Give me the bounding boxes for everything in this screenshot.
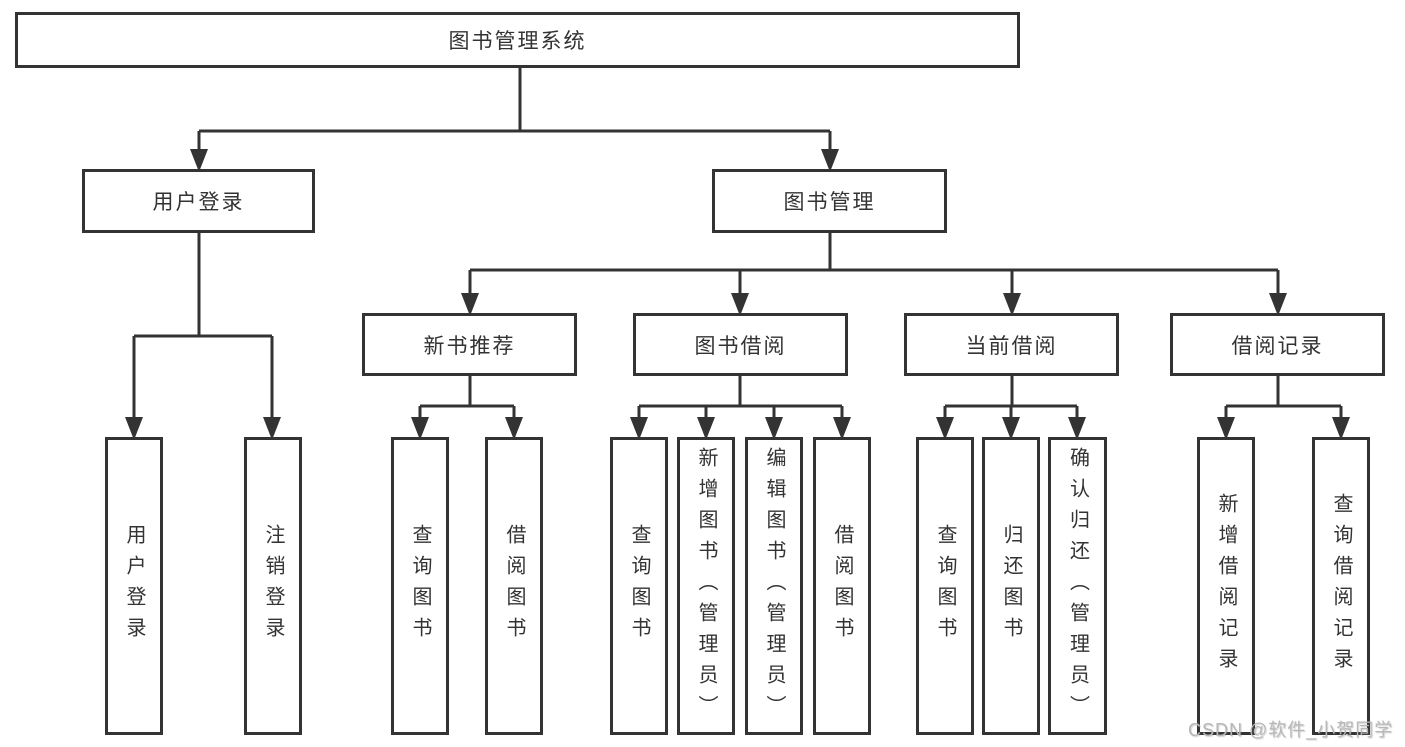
- leaf-confirm-return-admin-label: 确认归还（管理员）: [1066, 446, 1089, 726]
- leaf-add-borrow-record: 新增借阅记录: [1197, 437, 1255, 735]
- leaf-borrow-query-book: 查询图书: [610, 437, 668, 735]
- leaf-newbook-borrow-book-label: 借阅图书: [503, 524, 525, 648]
- connector-currentborrow-to-leaves: [943, 376, 1079, 420]
- leaf-return-book: 归还图书: [982, 437, 1040, 735]
- leaf-newbook-borrow-book: 借阅图书: [485, 437, 543, 735]
- leaf-add-book-admin: 新增图书（管理员）: [677, 437, 735, 735]
- leaf-current-query-book-label: 查询图书: [934, 524, 956, 648]
- leaf-add-book-admin-label: 新增图书（管理员）: [695, 446, 717, 726]
- node-borrow-records: 借阅记录: [1170, 313, 1385, 376]
- node-library-system: 图书管理系统: [15, 12, 1020, 68]
- leaf-confirm-return-admin: 确认归还（管理员）: [1048, 437, 1107, 735]
- leaf-query-borrow-record-label: 查询借阅记录: [1330, 493, 1352, 679]
- connector-newbook-to-leaves: [418, 376, 516, 420]
- connector-userlogin-to-leaves: [132, 233, 274, 420]
- connector-records-to-leaves: [1224, 376, 1343, 420]
- leaf-edit-book-admin: 编辑图书（管理员）: [745, 437, 803, 735]
- leaf-user-login-label: 用户登录: [123, 524, 145, 648]
- node-book-management-label: 图书管理: [783, 191, 876, 214]
- leaf-logout-label: 注销登录: [262, 524, 284, 648]
- node-borrow-records-label: 借阅记录: [1231, 334, 1324, 358]
- leaf-logout: 注销登录: [244, 437, 302, 735]
- csdn-watermark: CSDN @软件_小贺同学: [1188, 720, 1394, 740]
- leaf-newbook-query-book-label: 查询图书: [409, 524, 431, 648]
- leaf-add-borrow-record-label: 新增借阅记录: [1215, 493, 1237, 679]
- leaf-user-login: 用户登录: [105, 437, 163, 735]
- arrowheads: [125, 149, 1350, 440]
- node-new-book-recommend-label: 新书推荐: [423, 334, 516, 358]
- leaf-current-query-book: 查询图书: [916, 437, 974, 735]
- leaf-newbook-query-book: 查询图书: [391, 437, 449, 735]
- node-user-login-label: 用户登录: [152, 191, 245, 214]
- leaf-borrow-query-book-label: 查询图书: [628, 524, 650, 648]
- node-book-borrow: 图书借阅: [633, 313, 848, 376]
- leaf-return-book-label: 归还图书: [1000, 524, 1022, 648]
- leaf-borrow-book: 借阅图书: [813, 437, 871, 735]
- node-user-login: 用户登录: [82, 169, 315, 233]
- node-book-management: 图书管理: [712, 169, 947, 233]
- connector-bookborrow-to-leaves: [637, 376, 844, 420]
- node-library-system-label: 图书管理系统: [448, 30, 587, 53]
- connector-root-to-level2: [197, 68, 832, 153]
- connector-bookmgmt-to-level3: [468, 233, 1280, 296]
- node-new-book-recommend: 新书推荐: [362, 313, 577, 376]
- leaf-borrow-book-label: 借阅图书: [831, 524, 853, 648]
- node-current-borrow-label: 当前借阅: [965, 334, 1058, 358]
- node-current-borrow: 当前借阅: [904, 313, 1119, 376]
- node-book-borrow-label: 图书借阅: [694, 334, 787, 358]
- leaf-query-borrow-record: 查询借阅记录: [1312, 437, 1370, 735]
- leaf-edit-book-admin-label: 编辑图书（管理员）: [763, 446, 785, 726]
